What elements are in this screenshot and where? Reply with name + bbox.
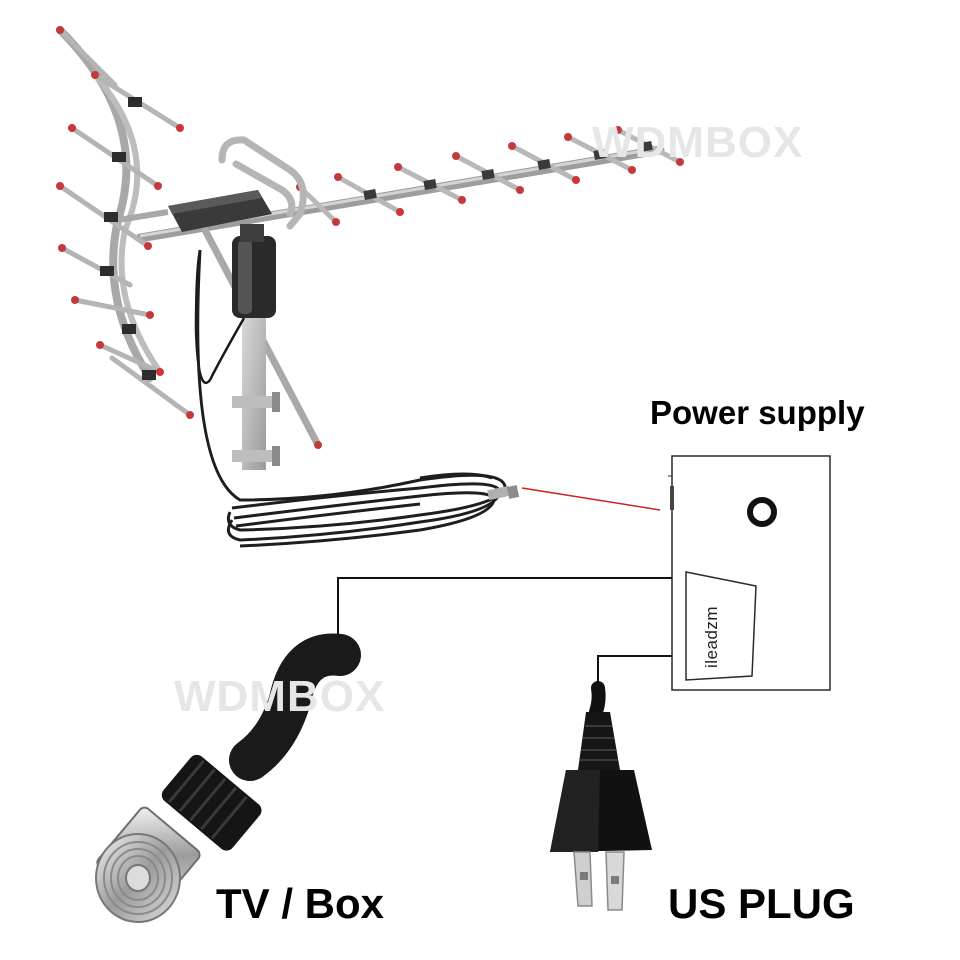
pointer-line xyxy=(521,487,661,511)
power-supply-label: Power supply xyxy=(650,394,865,431)
coax-cable-coil xyxy=(196,249,507,548)
tv-box-label: TV / Box xyxy=(216,880,385,927)
yagi-antenna-icon xyxy=(56,26,684,470)
watermark-text: WDMBOX xyxy=(592,118,804,167)
coax-output-wire xyxy=(337,577,672,662)
power-input-wire xyxy=(597,655,672,688)
watermark-text: WDMBOX xyxy=(174,672,386,721)
us-power-plug-icon xyxy=(550,681,652,911)
brand-label: ileadzm xyxy=(702,605,721,668)
power-supply-box-icon xyxy=(668,455,831,691)
us-plug-label: US PLUG xyxy=(668,880,855,927)
cable-end-connector-icon xyxy=(487,485,520,501)
f-connector-icon xyxy=(95,633,361,923)
